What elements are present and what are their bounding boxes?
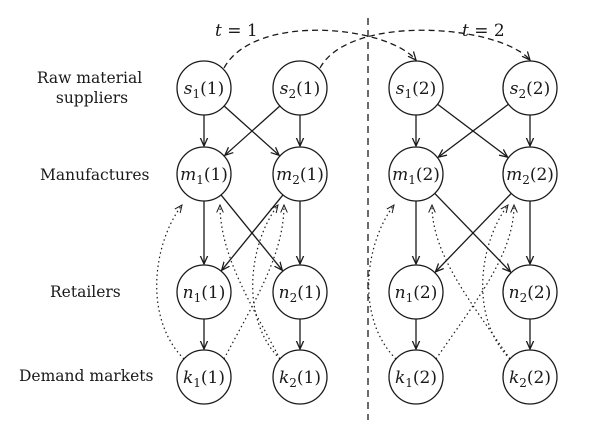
node-circle-s1_2 — [388, 60, 444, 116]
node-label-n1_1: n1(1) — [183, 283, 226, 305]
node-circle-m1_1 — [176, 146, 232, 202]
node-n1_1: n1(1) — [176, 264, 232, 320]
node-circle-s2_1 — [272, 60, 328, 116]
node-circle-k2_2 — [502, 349, 558, 405]
node-circle-n1_2 — [388, 264, 444, 320]
node-label-n2_2: n2(2) — [509, 283, 552, 305]
return-flow-k1_2-to-m2_2 — [435, 205, 514, 360]
edges-layer — [156, 29, 530, 360]
node-s2_2: s2(2) — [502, 60, 558, 116]
node-s2_1: s2(1) — [272, 60, 328, 116]
node-n2_2: n2(2) — [502, 264, 558, 320]
node-n1_2: n1(2) — [388, 264, 444, 320]
node-label-m1_2: m1(2) — [392, 165, 440, 187]
node-label-m1_1: m1(1) — [180, 165, 228, 187]
node-circle-s1_1 — [176, 60, 232, 116]
node-circle-s2_2 — [502, 60, 558, 116]
node-m1_2: m1(2) — [388, 146, 444, 202]
node-k1_1: k1(1) — [176, 349, 232, 405]
flow-arrow-m2_2-to-n1_2 — [435, 192, 512, 271]
node-k1_2: k1(2) — [388, 349, 444, 405]
node-s1_1: s1(1) — [176, 60, 232, 116]
node-label-k1_2: k1(2) — [395, 368, 437, 390]
return-flow-k2_1-to-m1_1 — [220, 205, 281, 360]
node-circle-k2_1 — [272, 349, 328, 405]
return-flow-k1_1-to-m2_1 — [223, 205, 284, 360]
node-k2_1: k2(1) — [272, 349, 328, 405]
node-m2_1: m2(1) — [272, 146, 328, 202]
node-label-m2_1: m2(1) — [276, 165, 324, 187]
period-label-t1: t = 1 — [215, 21, 258, 41]
nodes-layer: s1(1) s2(1) s1(2) s2(2) m1(1) m2(1) m1(2) m2(2)… — [176, 60, 558, 405]
row-label-demand-markets: Demand markets — [19, 367, 154, 385]
node-label-s2_2: s2(2) — [510, 79, 550, 101]
node-circle-n2_2 — [502, 264, 558, 320]
node-label-s1_2: s1(2) — [396, 79, 436, 101]
node-label-k2_1: k2(1) — [279, 368, 321, 390]
flow-arrow-s2_2-to-m1_2 — [438, 103, 509, 157]
node-circle-k1_1 — [176, 349, 232, 405]
node-circle-m2_1 — [272, 146, 328, 202]
return-flow-k2_2-to-m1_2 — [432, 205, 511, 360]
node-circle-k1_2 — [388, 349, 444, 405]
node-s1_2: s1(2) — [388, 60, 444, 116]
node-circle-m2_2 — [502, 146, 558, 202]
flow-arrow-s2_1-to-m1_1 — [225, 105, 281, 155]
row-label-suppliers: Raw material suppliers — [37, 69, 147, 107]
node-label-n1_2: n1(2) — [395, 283, 438, 305]
node-label-s2_1: s2(1) — [280, 79, 320, 101]
node-label-k1_1: k1(1) — [183, 368, 225, 390]
node-m2_2: m2(2) — [502, 146, 558, 202]
period-label-t2: t = 2 — [462, 21, 505, 41]
node-label-m2_2: m2(2) — [506, 165, 554, 187]
intertemporal-flow-s1_1-to-s1_2 — [223, 29, 416, 69]
node-label-n2_1: n2(1) — [279, 283, 322, 305]
node-n2_1: n2(1) — [272, 264, 328, 320]
node-circle-n2_1 — [272, 264, 328, 320]
node-m1_1: m1(1) — [176, 146, 232, 202]
node-label-k2_2: k2(2) — [509, 368, 551, 390]
node-k2_2: k2(2) — [502, 349, 558, 405]
node-circle-m1_2 — [388, 146, 444, 202]
row-label-retailers: Retailers — [50, 283, 121, 301]
intertemporal-flow-s2_1-to-s2_2 — [319, 29, 530, 69]
node-label-s1_1: s1(1) — [184, 79, 224, 101]
node-circle-n1_1 — [176, 264, 232, 320]
row-label-manufactures: Manufactures — [40, 166, 150, 184]
